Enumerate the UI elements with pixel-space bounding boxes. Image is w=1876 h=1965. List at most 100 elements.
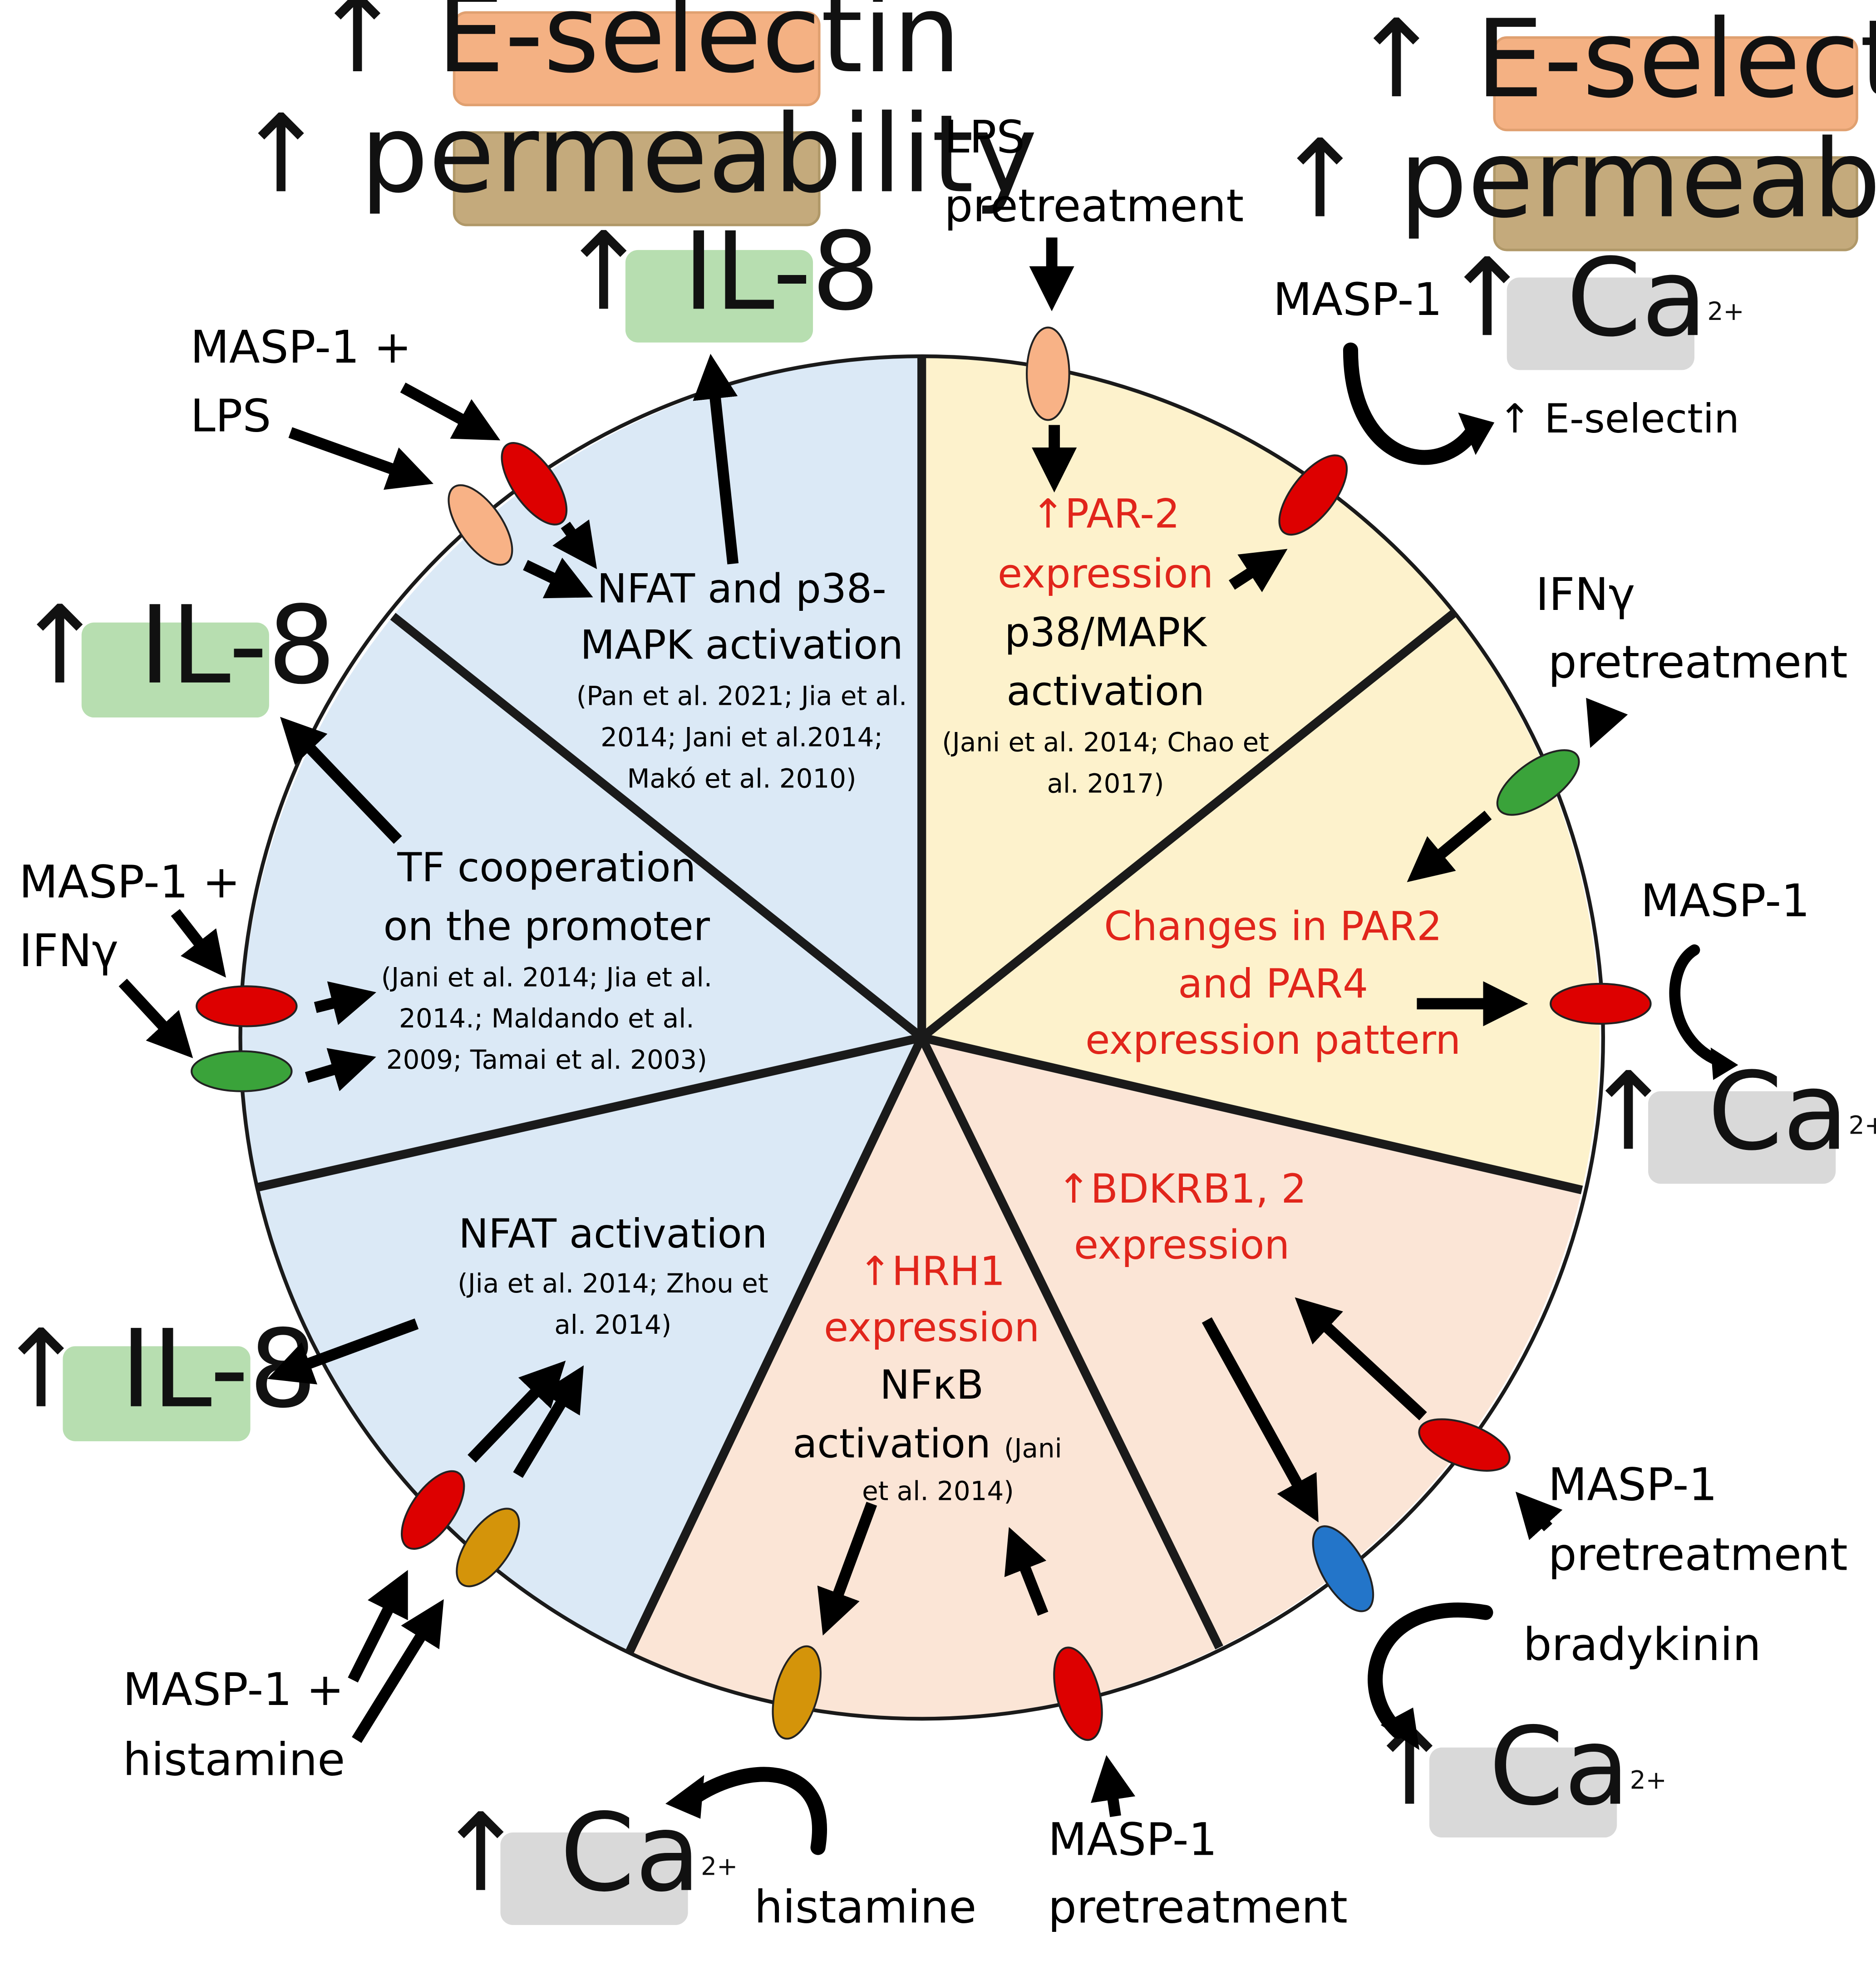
central-circle: [238, 354, 1605, 1721]
receptor-par-top-right: [1278, 454, 1348, 536]
svg-text:(Jani et al. 2014; Jia et al.: (Jani et al. 2014; Jia et al.: [381, 962, 713, 992]
label-masp1-right: MASP-1: [1641, 875, 1810, 927]
receptor-par-hrh1: [1053, 1646, 1103, 1741]
sector-nfat-text: NFAT activation (Jia et al. 2014; Zhou e…: [458, 1210, 768, 1340]
svg-text:(Jani: (Jani: [1004, 1433, 1062, 1464]
svg-text:↑PAR-2: ↑PAR-2: [1031, 490, 1180, 537]
label-histamine: histamine: [754, 1881, 977, 1933]
receptor-histamine-masp1-hist: [456, 1508, 520, 1587]
svg-text:↑ Ca2+: ↑ Ca2+: [1442, 235, 1744, 360]
svg-text:et al. 2014): et al. 2014): [862, 1475, 1014, 1506]
label-masp1-hist-2: histamine: [123, 1734, 345, 1786]
svg-text:expression: expression: [998, 550, 1213, 597]
receptor-lps-masp1-lps: [448, 484, 513, 566]
svg-text:al. 2017): al. 2017): [1047, 768, 1164, 799]
receptor-histamine-hrh1: [772, 1645, 822, 1740]
svg-text:activation: activation: [793, 1420, 990, 1467]
curved-arrows: [665, 342, 1738, 1855]
svg-text:p38/MAPK: p38/MAPK: [1004, 609, 1207, 656]
receptors: [191, 326, 1652, 1741]
box-il8-left: ↑ IL-8: [15, 583, 336, 718]
svg-text:↑ E-selectin: ↑ E-selectin: [312, 0, 961, 97]
box-ca-histamine: ↑ Ca2+: [436, 1790, 738, 1925]
svg-text:TF cooperation: TF cooperation: [397, 844, 696, 891]
sector-par2-par4-text: Changes in PAR2 and PAR4 expression patt…: [1085, 903, 1461, 1063]
svg-text:expression pattern: expression pattern: [1085, 1017, 1461, 1063]
box-il8-top: ↑ IL-8: [559, 209, 880, 343]
svg-text:(Jia et al. 2014; Zhou et: (Jia et al. 2014; Zhou et: [458, 1268, 768, 1299]
box-il8-bottom-left: ↑ IL-8: [0, 1307, 317, 1441]
svg-text:↑ IL-8: ↑ IL-8: [0, 1307, 317, 1432]
svg-text:2014; Jani et al.2014;: 2014; Jani et al.2014;: [601, 722, 883, 752]
curved-arrow-histamine: [686, 1767, 827, 1855]
label-masp1-top: MASP-1: [1273, 274, 1443, 326]
sector-bdkrb-text: ↑BDKRB1, 2 expression: [1057, 1165, 1307, 1268]
receptor-par-masp1-ifn: [196, 985, 298, 1027]
box-permeability-right: ↑ permeability: [1275, 117, 1876, 251]
sector-par2: [921, 356, 1453, 1038]
outer-labels: MASP-1 + LPS LPS pretreatment MASP-1 ↑ E…: [19, 111, 1848, 1933]
svg-text:expression: expression: [824, 1304, 1039, 1351]
box-ca-top-right: ↑ Ca2+: [1442, 235, 1744, 370]
arrows: [118, 237, 1628, 1818]
label-masp1-hist-1: MASP-1 +: [123, 1664, 344, 1716]
curved-arrow-right: [1669, 944, 1729, 1068]
svg-text:and PAR4: and PAR4: [1178, 960, 1368, 1007]
receptor-par-bdkrb: [1418, 1418, 1511, 1472]
svg-text:MAPK activation: MAPK activation: [580, 622, 903, 668]
sector-tf-text: TF cooperation on the promoter (Jani et …: [381, 844, 713, 1075]
svg-text:NFAT activation: NFAT activation: [458, 1210, 767, 1257]
circle-outline: [238, 354, 1605, 1721]
curved-arrow-top-right: [1343, 342, 1481, 465]
label-ifn-pre-1: IFNγ: [1536, 569, 1635, 621]
receptor-bradykinin: [1312, 1525, 1374, 1612]
receptor-ifn: [1496, 749, 1580, 816]
sector-par2-par4: [921, 614, 1600, 1190]
receptor-par-masp1-hist: [401, 1470, 465, 1550]
label-masp1-pre-bottom-2: pretreatment: [1048, 1881, 1348, 1933]
label-masp1-pre-right-1: MASP-1: [1548, 1459, 1718, 1511]
svg-text:2009; Tamai et al. 2003): 2009; Tamai et al. 2003): [386, 1044, 707, 1075]
svg-text:↑ Ca2+: ↑ Ca2+: [436, 1790, 738, 1916]
label-lps-pre-2: pretreatment: [944, 180, 1244, 232]
svg-text:al. 2014): al. 2014): [554, 1309, 671, 1340]
label-masp1-pre-bottom-1: MASP-1: [1048, 1814, 1217, 1866]
label-masp1-lps-2: LPS: [190, 390, 271, 442]
box-eselectin-left: ↑ E-selectin: [312, 0, 961, 107]
label-masp1-pre-right-2: pretreatment: [1548, 1529, 1848, 1581]
svg-text:↑BDKRB1, 2: ↑BDKRB1, 2: [1057, 1165, 1307, 1212]
label-masp1-ifn-1: MASP-1 +: [19, 856, 240, 909]
receptor-ifn-masp1-ifn: [191, 1050, 293, 1092]
svg-text:2014.; Maldando et al.: 2014.; Maldando et al.: [399, 1003, 694, 1034]
svg-text:↑ permeability: ↑ permeability: [1275, 117, 1876, 242]
sector-hrh1-text: ↑HRH1 expression NFκB activation (Jani e…: [793, 1248, 1062, 1507]
curved-arrow-bradykinin: [1368, 1602, 1493, 1739]
sector-nfat-p38-text: NFAT and p38- MAPK activation (Pan et al…: [576, 565, 907, 794]
box-eselectin-right: ↑ E-selectin: [1351, 0, 1876, 132]
svg-text:expression: expression: [1074, 1222, 1290, 1268]
sector-par2-text: ↑PAR-2 expression p38/MAPK activation (J…: [942, 490, 1269, 799]
box-permeability-left: ↑ permeability: [236, 91, 1038, 226]
label-lps-pre-1: LPS: [944, 111, 1025, 163]
box-ca-bradykinin: ↑ Ca2+: [1364, 1704, 1667, 1838]
svg-text:NFκB: NFκB: [880, 1361, 984, 1408]
svg-text:↑ permeability: ↑ permeability: [236, 91, 1038, 216]
label-ifn-pre-2: pretreatment: [1548, 636, 1848, 688]
sector-tf: [241, 616, 922, 1188]
svg-text:↑ IL-8: ↑ IL-8: [559, 209, 880, 334]
sector-hrh1: [629, 1037, 1220, 1717]
sector-nfat-p38: [393, 356, 922, 1038]
sector-bdkrb: [921, 1037, 1582, 1648]
svg-text:NFAT and p38-: NFAT and p38-: [597, 565, 886, 612]
svg-text:activation: activation: [1006, 668, 1204, 715]
svg-text:on the promoter: on the promoter: [384, 903, 710, 949]
svg-text:Changes in PAR2: Changes in PAR2: [1104, 903, 1442, 949]
svg-text:↑ IL-8: ↑ IL-8: [15, 583, 336, 708]
svg-text:↑HRH1: ↑HRH1: [858, 1248, 1005, 1295]
label-masp1-lps-1: MASP-1 +: [190, 321, 411, 373]
svg-text:Makó et al. 2010): Makó et al. 2010): [627, 763, 856, 794]
label-masp1-ifn-2: IFNγ: [19, 925, 118, 977]
label-bradykinin: bradykinin: [1523, 1619, 1761, 1671]
sector-dividers: [256, 356, 1583, 1655]
